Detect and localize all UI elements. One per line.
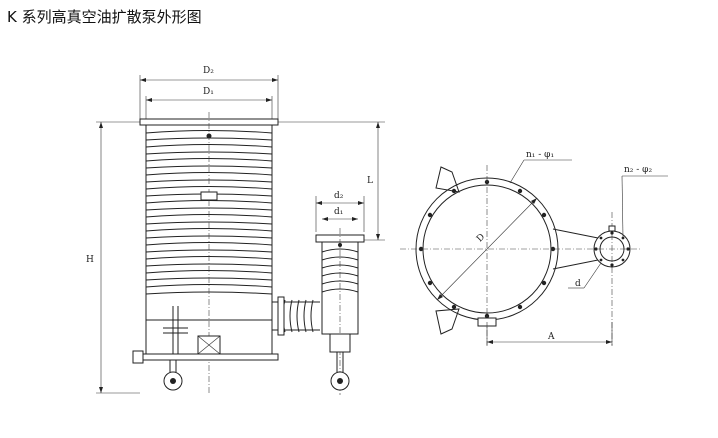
label-main-diameter: D xyxy=(475,232,487,244)
top-bolt xyxy=(206,133,212,139)
base-handle xyxy=(132,350,144,364)
label-dim-a: A xyxy=(547,332,555,342)
side-port-arm xyxy=(552,228,599,270)
label-h-total: H xyxy=(86,255,94,265)
side-port-inner xyxy=(599,236,625,262)
foreline-pipe xyxy=(272,296,320,336)
label-d1-outer: D₁ xyxy=(203,87,214,97)
page-title: K 系列高真空油扩散泵外形图 xyxy=(7,8,202,26)
label-d2-outer: D₂ xyxy=(203,66,214,76)
label-l-height: L xyxy=(367,176,373,186)
ejector-pipe: d₂ d₁ xyxy=(315,191,365,395)
top-view: D n₁ - φ₁ n₂ - φ₂ d A xyxy=(400,150,668,346)
label-d1-small: d₁ xyxy=(334,207,343,217)
label-holes-side: n₂ - φ₂ xyxy=(624,165,652,175)
label-d2-small: d₂ xyxy=(334,191,344,201)
name-plate xyxy=(200,191,218,201)
main-flange-bolt-holes xyxy=(418,179,556,319)
dim-line-main-diameter xyxy=(436,197,538,301)
label-holes-main: n₁ - φ₁ xyxy=(526,150,554,160)
base-plate xyxy=(139,353,279,361)
lug-top xyxy=(435,166,460,193)
lug-bottom xyxy=(435,308,460,335)
side-port-bolt-holes xyxy=(594,231,630,267)
label-d-side: d xyxy=(575,279,581,289)
front-view: D₂ D₁ H L xyxy=(86,66,385,395)
